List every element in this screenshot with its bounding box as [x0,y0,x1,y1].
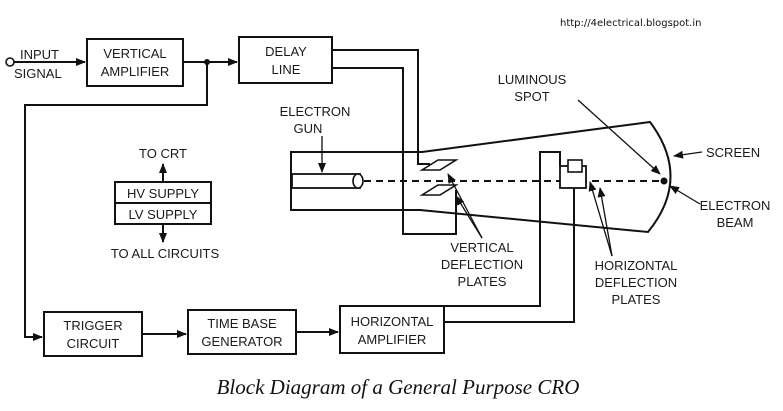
delay-line-label-1: DELAY [265,44,307,59]
vertical-plates-label-1: VERTICAL [450,240,513,255]
vertical-deflection-plates [419,159,459,196]
lv-supply-label: LV SUPPLY [129,207,198,222]
input-terminal [5,57,15,67]
time-base-generator-block: TIME BASE GENERATOR [187,309,297,355]
vertical-plates-label-3: PLATES [458,274,507,289]
luminous-spot-label-2: SPOT [514,89,549,104]
vplate-pointer-1 [447,173,483,239]
trigger-feed-wire [24,62,208,341]
electron-gun-label-1: ELECTRON [280,104,351,119]
trigger-circuit-label-2: CIRCUIT [67,336,120,351]
electron-beam-label-1: ELECTRON [700,198,771,213]
trigger-circuit-label-1: TRIGGER [63,318,122,333]
luminous-spot [660,177,668,185]
vplate-pointer-2 [455,195,483,239]
horizontal-plates-label-3: PLATES [612,292,661,307]
time-base-label-2: GENERATOR [201,334,282,349]
hv-supply-label: HV SUPPLY [127,186,199,201]
crt-envelope [290,120,672,234]
power-supply-block: HV SUPPLY LV SUPPLY [114,181,212,225]
hplate-pointer-2 [597,187,613,257]
delay-to-vplate-top-wire [332,49,430,165]
horizontal-plates-label-1: HORIZONTAL [595,258,678,273]
hplate-pointer-1 [588,181,613,257]
electron-gun-label-2: GUN [294,121,323,136]
electron-gun [291,173,364,189]
vertical-amplifier-label-1: VERTICAL [103,46,166,61]
horizontal-amplifier-label-2: AMPLIFIER [358,332,427,347]
diagram-caption: Block Diagram of a General Purpose CRO [217,375,580,399]
delay-line-label-2: LINE [272,62,301,77]
trigger-circuit-block: TRIGGER CIRCUIT [43,311,143,357]
vertical-plates-label-2: DEFLECTION [441,257,523,272]
horizontal-amplifier-block: HORIZONTAL AMPLIFIER [339,305,445,354]
delay-line-block: DELAY LINE [238,36,333,84]
horizontal-plates-label-2: DEFLECTION [595,275,677,290]
vertical-amplifier-block: VERTICAL AMPLIFIER [86,38,184,87]
electron-beam-pointer [669,185,701,205]
input-signal-label-1: INPUT [20,47,59,62]
hamp-to-hplate-bottom-wire [444,188,575,323]
input-signal-label-2: SIGNAL [14,66,62,81]
horizontal-amplifier-label-1: HORIZONTAL [351,314,434,329]
luminous-spot-pointer [577,99,661,175]
to-all-circuits-label: TO ALL CIRCUITS [111,246,220,261]
watermark-url: http://4electrical.blogspot.in [560,18,701,29]
vertical-amplifier-label-2: AMPLIFIER [101,64,170,79]
to-crt-label: TO CRT [139,146,187,161]
time-base-label-1: TIME BASE [207,316,277,331]
screen-pointer [673,150,703,159]
luminous-spot-label-1: LUMINOUS [498,72,567,87]
screen-label: SCREEN [706,145,760,160]
delay-to-vplate-bottom-wire [332,67,457,235]
electron-beam-label-2: BEAM [717,215,754,230]
horizontal-deflection-plates [559,159,587,189]
hamp-to-hplate-top-wire [444,151,561,307]
